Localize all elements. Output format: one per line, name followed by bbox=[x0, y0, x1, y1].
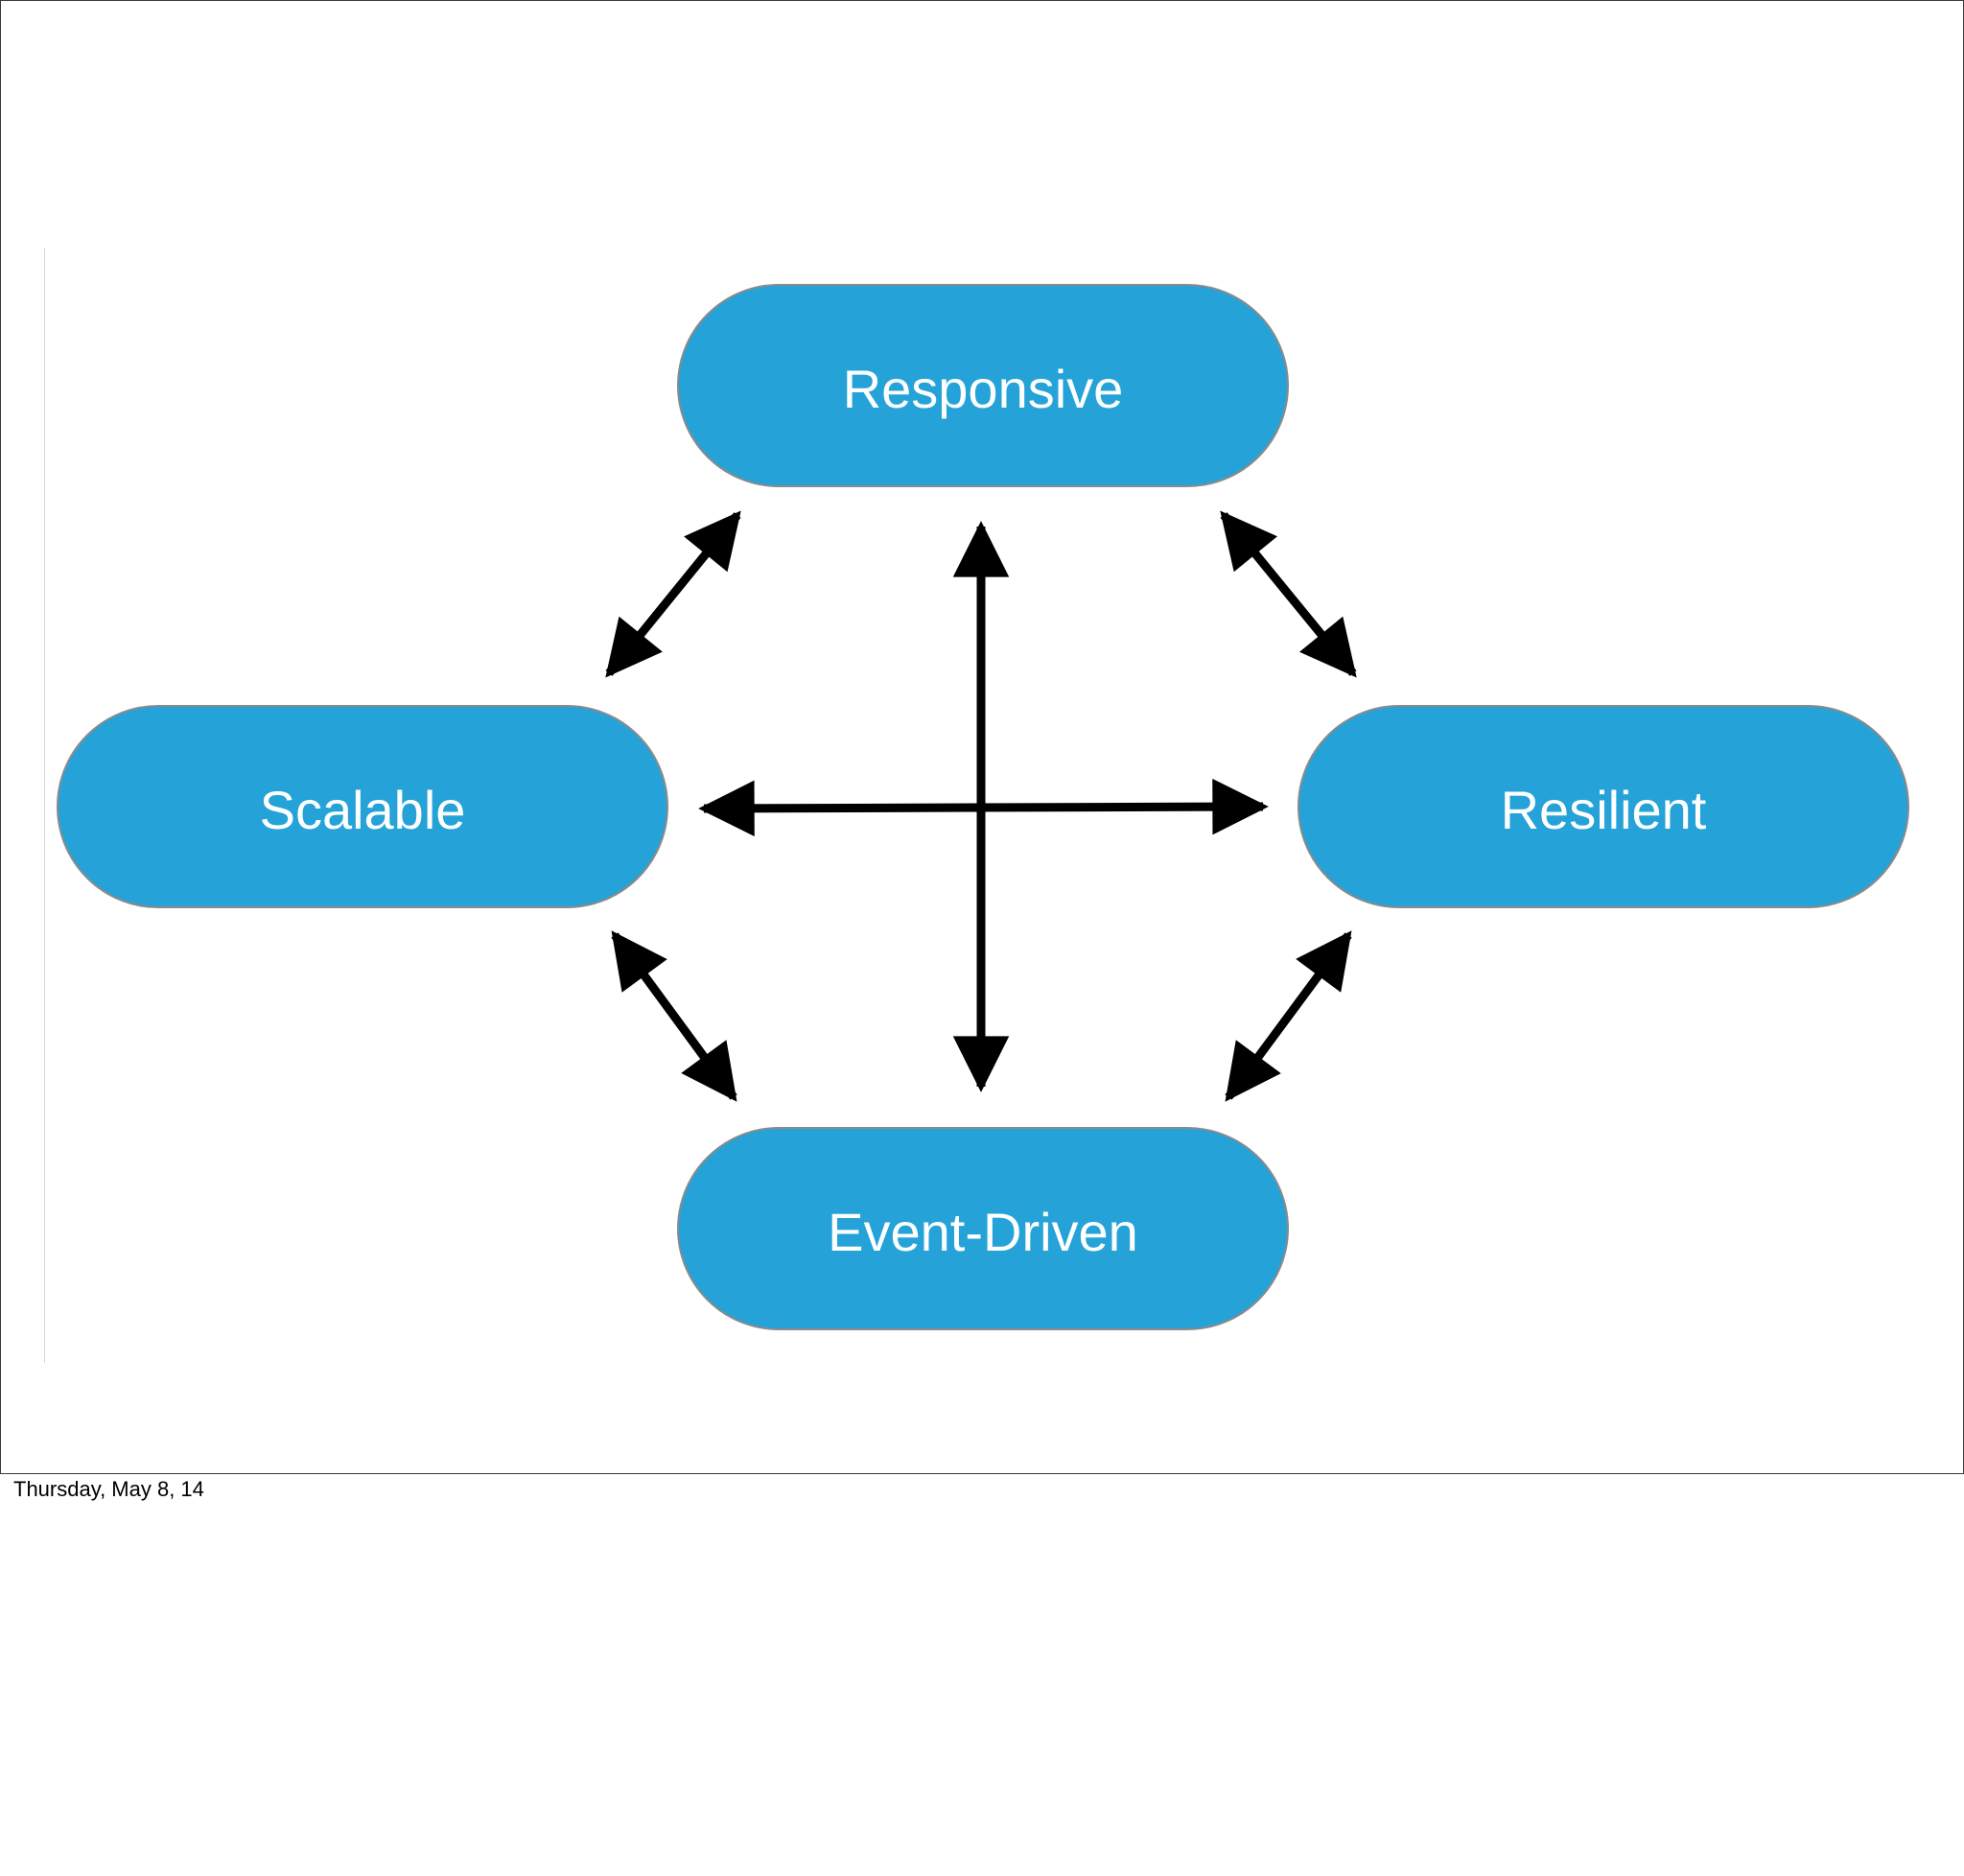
node-scalable-shape bbox=[57, 705, 668, 908]
slide-date-footer: Thursday, May 8, 14 bbox=[13, 1477, 204, 1501]
node-responsive: Responsive bbox=[677, 284, 1289, 487]
arrow-scalable-resilient bbox=[698, 778, 1269, 837]
arrow-responsive-scalable bbox=[605, 510, 741, 678]
node-event-driven-shape bbox=[677, 1127, 1289, 1330]
node-responsive-shape bbox=[677, 284, 1289, 487]
node-resilient: Resilient bbox=[1298, 705, 1909, 908]
node-scalable-label: Scalable bbox=[260, 780, 466, 840]
node-resilient-shape bbox=[1298, 705, 1909, 908]
slide-frame: Responsive Scalable Resilient Event-Driv… bbox=[0, 0, 1964, 1474]
node-event-driven: Event-Driven bbox=[677, 1127, 1289, 1330]
node-resilient-label: Resilient bbox=[1501, 780, 1707, 840]
arrow-responsive-resilient bbox=[1220, 510, 1357, 678]
arrow-resilient-event-driven bbox=[1225, 930, 1352, 1102]
node-scalable: Scalable bbox=[57, 705, 668, 908]
node-event-driven-label: Event-Driven bbox=[828, 1202, 1138, 1262]
arrow-scalable-event-driven bbox=[611, 930, 737, 1102]
left-divider-line bbox=[44, 248, 45, 1363]
node-responsive-label: Responsive bbox=[843, 359, 1124, 419]
reactive-traits-diagram: Responsive Scalable Resilient Event-Driv… bbox=[57, 284, 1909, 1330]
